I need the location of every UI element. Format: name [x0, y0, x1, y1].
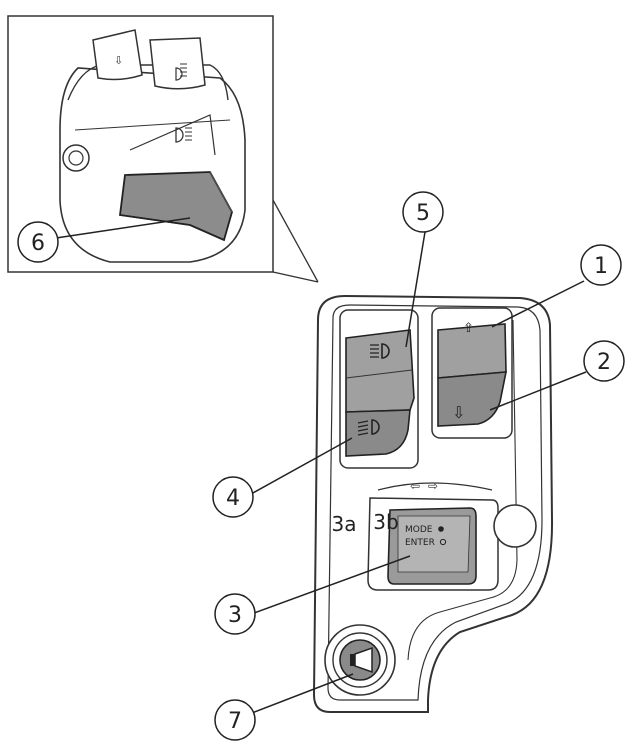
inset-high-beam-icon	[175, 63, 187, 81]
callout-4: 4	[212, 476, 254, 518]
callout-1-label: 1	[594, 254, 608, 279]
callout-4-label: 4	[226, 486, 240, 511]
mode-enter-switch: MODE ENTER	[367, 497, 537, 591]
callout-2-label: 2	[597, 350, 611, 375]
inset-down-button	[92, 29, 143, 81]
up-down-switch: ⇧ ⇩	[431, 307, 513, 439]
round-button[interactable]	[493, 504, 537, 548]
mode-label: MODE	[405, 525, 433, 535]
callout-6: 6	[17, 221, 59, 263]
callout-7-label: 7	[228, 709, 242, 734]
high-beam-button[interactable]	[345, 329, 415, 413]
arrow-down-icon: ⇩	[452, 403, 465, 422]
callout-7: 7	[214, 699, 256, 741]
svg-text:⇦: ⇦	[410, 479, 420, 493]
low-beam-icon	[357, 419, 380, 436]
svg-text:⇨: ⇨	[428, 479, 438, 493]
horn-button-group	[324, 624, 396, 696]
callout-2: 2	[583, 340, 625, 382]
inset-high-beam-button	[149, 37, 206, 90]
horn-icon	[350, 646, 373, 674]
arrow-up-icon: ⇧	[463, 321, 474, 336]
callout-3: 3	[214, 593, 256, 635]
callout-3-label: 3	[228, 603, 242, 628]
callout-6-label: 6	[31, 231, 45, 256]
callout-1: 1	[580, 244, 622, 286]
callout-5-label: 5	[416, 201, 430, 226]
sub-label-3a: 3a	[332, 512, 357, 536]
inset-arrow-down-icon: ⇩	[114, 54, 123, 67]
callout-5: 5	[402, 191, 444, 233]
inset-flash-icon	[175, 127, 192, 143]
high-beam-icon	[370, 343, 390, 359]
low-beam-button[interactable]	[345, 409, 411, 457]
dimmer-switch	[339, 309, 419, 469]
mode-dot	[438, 526, 444, 532]
enter-label: ENTER	[405, 538, 435, 548]
leader-lines	[55, 217, 587, 714]
down-button[interactable]	[437, 371, 507, 427]
enter-dot	[439, 538, 447, 546]
sub-label-3b: 3b	[373, 510, 398, 534]
left-right-arrows-icon: ⇦ ⇨	[377, 479, 493, 493]
